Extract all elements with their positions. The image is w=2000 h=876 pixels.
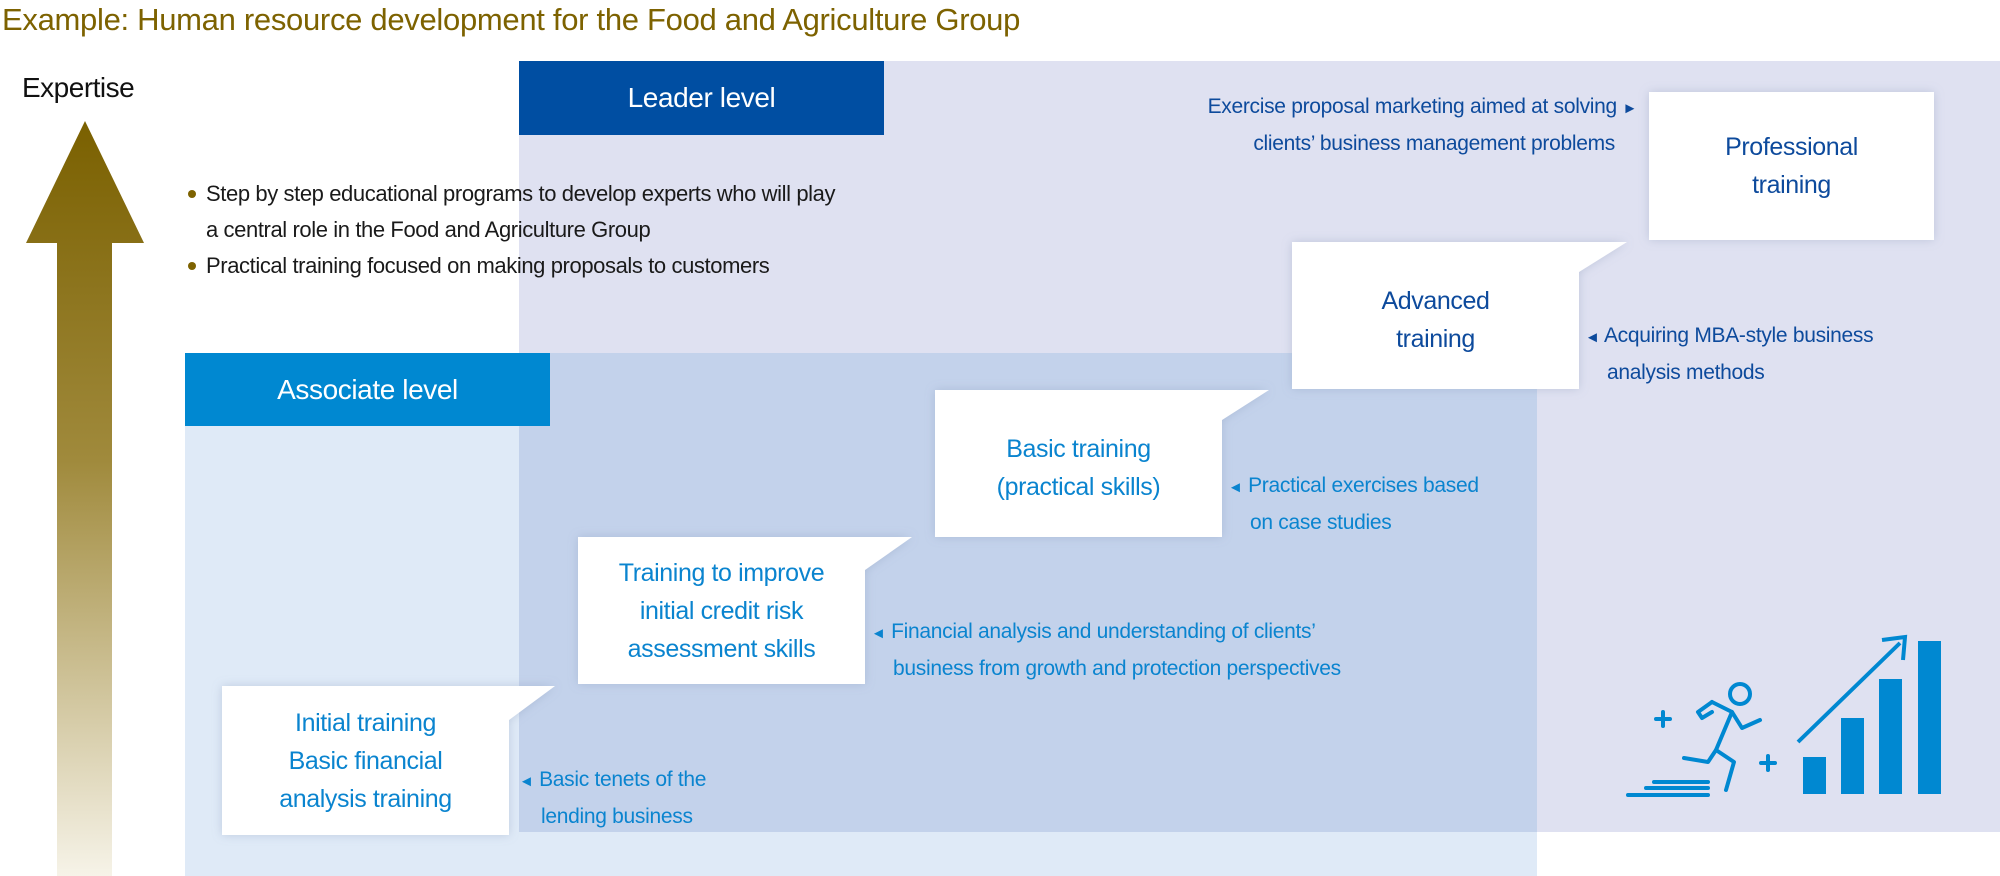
advanced-training-label: Advanced training (1292, 270, 1579, 370)
initial-training-label: Initial training Basic financial analysi… (222, 686, 509, 835)
pointer-left-icon: ◄ (871, 625, 886, 642)
bullet-text: Step by step educational programs to dev… (206, 181, 836, 206)
basic-training-label: Basic training (practical skills) (935, 418, 1222, 518)
advanced-training-note: ◄ Acquiring MBA-style business analysis … (1585, 318, 1874, 390)
bullet-continuation: a central role in the Food and Agricultu… (186, 212, 835, 248)
stage-line: Initial training (295, 708, 436, 737)
basic-training-note: ◄ Practical exercises based on case stud… (1228, 468, 1479, 540)
note-line: clients’ business management problems (1253, 132, 1615, 155)
credit-risk-training-label: Training to improve initial credit risk … (578, 537, 865, 684)
initial-training-box (222, 686, 555, 835)
associate-level-label: Associate level (277, 373, 458, 405)
stage-line: (practical skills) (996, 473, 1161, 501)
stage-line: Advanced (1381, 287, 1490, 315)
expertise-arrow-icon (26, 121, 144, 876)
note-line: Exercise proposal marketing aimed at sol… (1207, 95, 1618, 118)
note-line: Basic tenets of the (539, 768, 707, 791)
note-line: Acquiring MBA-style business (1603, 324, 1874, 347)
expertise-axis-label: Expertise (22, 72, 135, 103)
runner-icon (1626, 682, 1777, 797)
stage-line: initial credit risk (639, 596, 804, 625)
note-line: lending business (541, 805, 693, 828)
stage-line: Basic training (1006, 435, 1151, 463)
bullet-item: Step by step educational programs to dev… (186, 176, 835, 212)
note-line: Practical exercises based (1248, 474, 1479, 497)
professional-training-box (1649, 92, 1934, 240)
note-line: business from growth and protection pers… (893, 657, 1341, 680)
page-title: Example: Human resource development for … (2, 2, 1021, 37)
leader-level-label: Leader level (627, 82, 776, 113)
stage-line: Training to improve (618, 558, 825, 587)
note-line: on case studies (1250, 511, 1392, 534)
leader-level-header: Leader level (519, 61, 884, 135)
stage-line: training (1396, 325, 1475, 353)
pointer-right-icon: ► (1622, 100, 1637, 117)
pointer-left-icon: ◄ (519, 773, 534, 790)
pointer-left-icon: ◄ (1228, 479, 1243, 496)
growth-bar-3 (1879, 679, 1902, 794)
initial-training-note: ◄ Basic tenets of the lending business (519, 762, 706, 834)
bullet-text: Practical training focused on making pro… (206, 253, 770, 278)
note-line: Financial analysis and understanding of … (891, 620, 1316, 643)
stage-line: training (1752, 171, 1831, 199)
stage-line: analysis training (279, 784, 452, 813)
growth-chart-icon (1796, 634, 1941, 794)
growth-bar-4 (1918, 641, 1941, 794)
bullet-item: Practical training focused on making pro… (186, 248, 835, 284)
pointer-left-icon: ◄ (1585, 329, 1600, 346)
professional-training-label: Professional training (1649, 92, 1934, 240)
growth-bar-1 (1803, 757, 1826, 794)
associate-level-header: Associate level (185, 353, 550, 426)
stage-line: assessment skills (627, 634, 816, 663)
growth-bar-2 (1841, 718, 1864, 794)
note-line: analysis methods (1607, 361, 1765, 384)
credit-risk-training-box (578, 537, 912, 684)
credit-risk-training-note: ◄ Financial analysis and understanding o… (871, 614, 1341, 686)
advanced-training-box (1292, 242, 1627, 389)
stage-line: Professional (1725, 133, 1858, 161)
basic-training-box (935, 390, 1269, 537)
bullet-list: Step by step educational programs to dev… (186, 176, 835, 284)
bullet-text: a central role in the Food and Agricultu… (206, 217, 651, 242)
professional-training-note: Exercise proposal marketing aimed at sol… (1207, 89, 1638, 161)
stage-line: Basic financial (288, 746, 443, 775)
